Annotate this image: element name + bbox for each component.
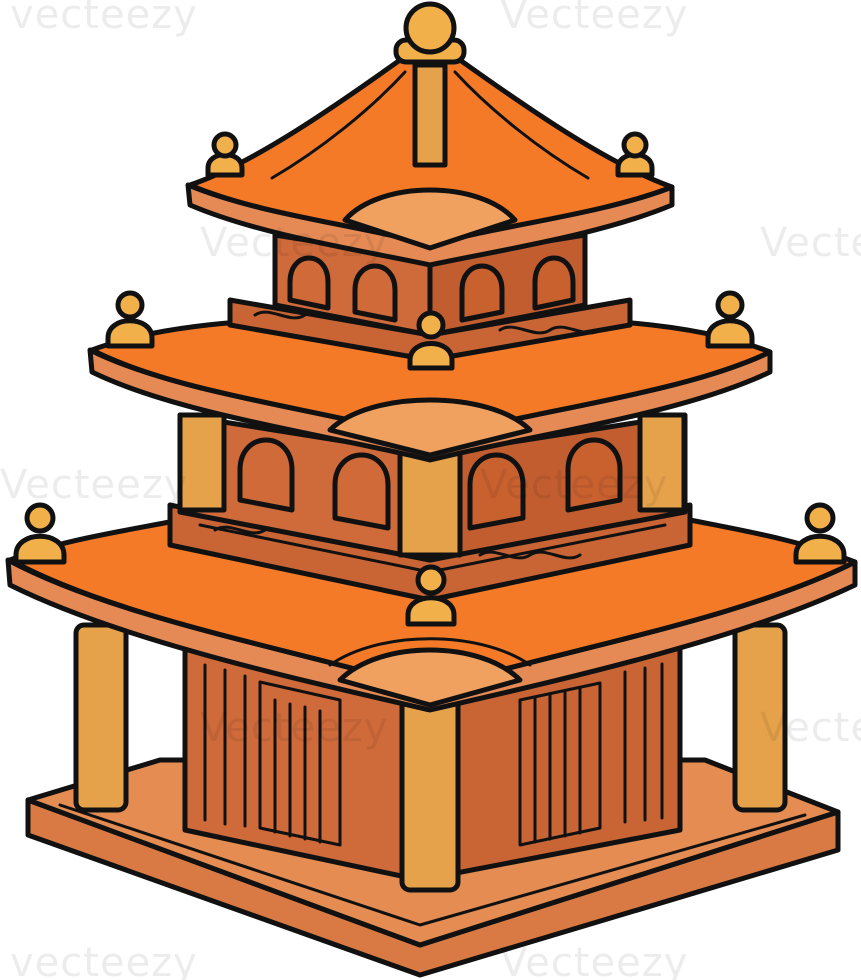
ornament-mid-center xyxy=(407,310,455,371)
top-finial xyxy=(393,1,467,65)
ornament-low-left xyxy=(13,502,67,565)
ornament-mid-left xyxy=(105,290,155,349)
ornament-low-center xyxy=(405,564,457,627)
ornament-low-right xyxy=(793,502,847,565)
roof-corner-ornaments xyxy=(13,131,847,627)
ground-floor-walls xyxy=(182,637,683,883)
ornament-top-right xyxy=(615,131,655,178)
top-roof xyxy=(185,57,675,268)
ornament-mid-right xyxy=(705,290,755,349)
ornament-top-left xyxy=(205,131,245,178)
middle-roof xyxy=(87,319,773,463)
ground-floor-pillars xyxy=(73,622,788,893)
